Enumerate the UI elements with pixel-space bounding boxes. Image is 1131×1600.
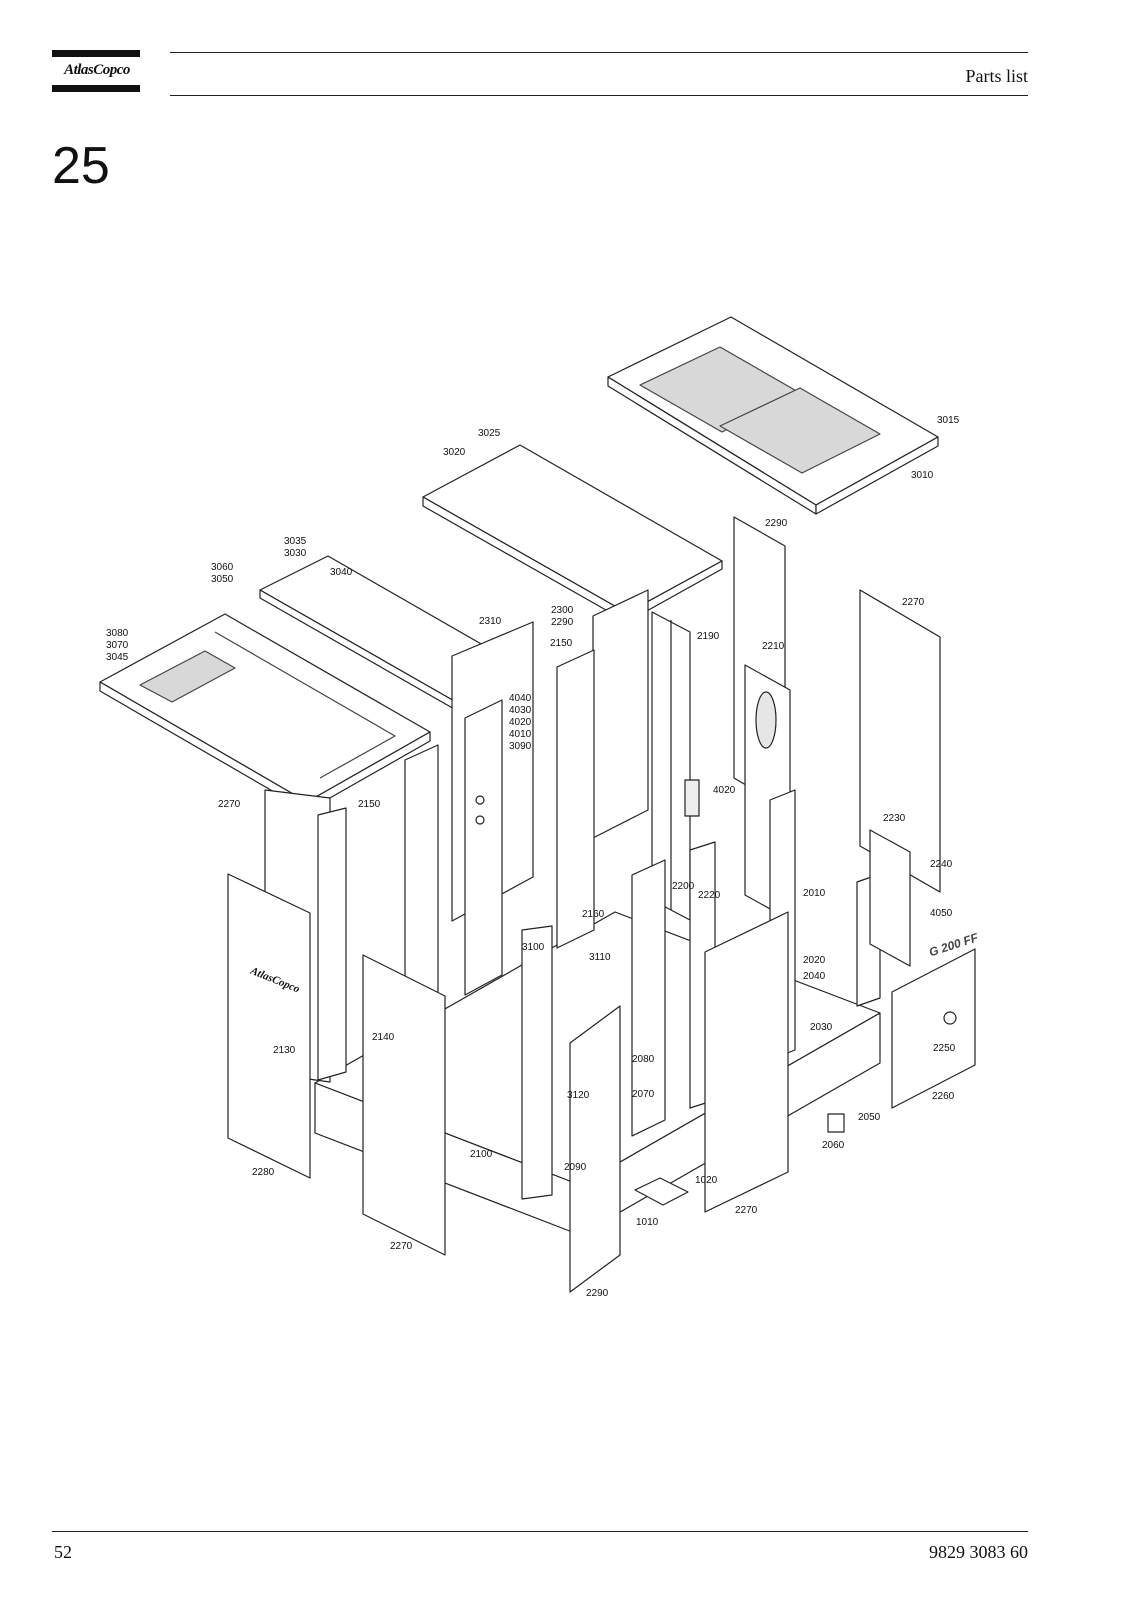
callout-3025: 3025 [478, 428, 501, 439]
door-2270-right [704, 911, 789, 1213]
callout-4020: 4020 [713, 785, 736, 796]
top-panel [422, 444, 723, 623]
callout-4050: 4050 [930, 908, 953, 919]
callout-2310: 2310 [479, 616, 502, 627]
callout-3010: 3010 [911, 470, 934, 481]
column-3100 [521, 925, 553, 1200]
callout-3060: 3060 [211, 562, 234, 573]
callout-2290: 2290 [765, 518, 788, 529]
callout-2190: 2190 [697, 631, 720, 642]
door-2270-left [362, 954, 446, 1256]
callout-2220: 2220 [698, 890, 721, 901]
callout-2040: 2040 [803, 971, 826, 982]
callout-3070: 3070 [106, 640, 129, 651]
callout-2290: 2290 [586, 1288, 609, 1299]
logo-bar-top [52, 50, 140, 57]
header-title: Parts list [965, 66, 1028, 86]
callout-2140: 2140 [372, 1032, 395, 1043]
callout-2060: 2060 [822, 1140, 845, 1151]
callout-4030: 4030 [509, 705, 532, 716]
bracket-1010 [634, 1177, 689, 1206]
callout-2280: 2280 [252, 1167, 275, 1178]
callout-2270: 2270 [735, 1205, 758, 1216]
atlas-copco-logo: AtlasCopco [52, 50, 140, 92]
section-number: 25 [52, 137, 110, 195]
callout-2030: 2030 [810, 1022, 833, 1033]
callout-2200: 2200 [672, 881, 695, 892]
callout-1020: 1020 [695, 1175, 718, 1186]
callout-2290: 2290 [551, 617, 574, 628]
logo-text: AtlasCopco [64, 62, 130, 78]
callout-3050: 3050 [211, 574, 234, 585]
header-rule-top [170, 52, 1028, 53]
callout-2260: 2260 [932, 1091, 955, 1102]
callout-1010: 1010 [636, 1217, 659, 1228]
callout-4020: 4020 [509, 717, 532, 728]
callout-2050: 2050 [858, 1112, 881, 1123]
callout-2230: 2230 [883, 813, 906, 824]
callout-4010: 4010 [509, 729, 532, 740]
callout-3120: 3120 [567, 1090, 590, 1101]
document-number: 9829 3083 60 [929, 1542, 1028, 1562]
callout-3110: 3110 [589, 952, 611, 963]
logo-bar-bottom [52, 85, 140, 92]
column-2150-rear [556, 649, 595, 949]
front-roof-panel [99, 613, 431, 812]
roof-grille-panel [607, 316, 939, 515]
column-2130 [317, 807, 347, 1081]
door-2280 [227, 873, 311, 1179]
callout-3015: 3015 [937, 415, 960, 426]
callout-2150: 2150 [550, 638, 573, 649]
door-2290-front [569, 1005, 621, 1293]
rear-panel-2300 [592, 589, 649, 839]
door-2260 [891, 948, 976, 1109]
right-panel-2270 [859, 589, 941, 893]
page-number: 52 [54, 1542, 72, 1562]
callout-3035: 3035 [284, 536, 307, 547]
callout-3080: 3080 [106, 628, 129, 639]
callout-2250: 2250 [933, 1043, 956, 1054]
callout-2270: 2270 [902, 597, 925, 608]
callout-2020: 2020 [803, 955, 826, 966]
header-rule-bottom [170, 95, 1028, 96]
column-3110 [631, 859, 666, 1137]
callout-3020: 3020 [443, 447, 466, 458]
callout-2150: 2150 [358, 799, 381, 810]
callout-2300: 2300 [551, 605, 574, 616]
callout-3045: 3045 [106, 652, 129, 663]
callout-2080: 2080 [632, 1054, 655, 1065]
relay-block-4020 [684, 779, 700, 817]
callout-2010: 2010 [803, 888, 826, 899]
callout-3040: 3040 [330, 567, 353, 578]
callout-2160: 2160 [582, 909, 605, 920]
callout-2240: 2240 [930, 859, 953, 870]
callout-2100: 2100 [470, 1149, 493, 1160]
callout-4040: 4040 [509, 693, 532, 704]
callout-2090: 2090 [564, 1162, 587, 1173]
callout-2070: 2070 [632, 1089, 655, 1100]
callout-3030: 3030 [284, 548, 307, 559]
latch-2050 [827, 1113, 845, 1133]
callout-2270: 2270 [390, 1241, 413, 1252]
callout-3100: 3100 [522, 942, 545, 953]
column-2150-front [404, 744, 439, 1016]
column-3090 [464, 699, 503, 996]
callout-2270: 2270 [218, 799, 241, 810]
footer-rule [52, 1531, 1028, 1532]
frame-2230 [869, 829, 911, 967]
callout-3090: 3090 [509, 741, 532, 752]
callout-2210: 2210 [762, 641, 785, 652]
callout-2130: 2130 [273, 1045, 296, 1056]
